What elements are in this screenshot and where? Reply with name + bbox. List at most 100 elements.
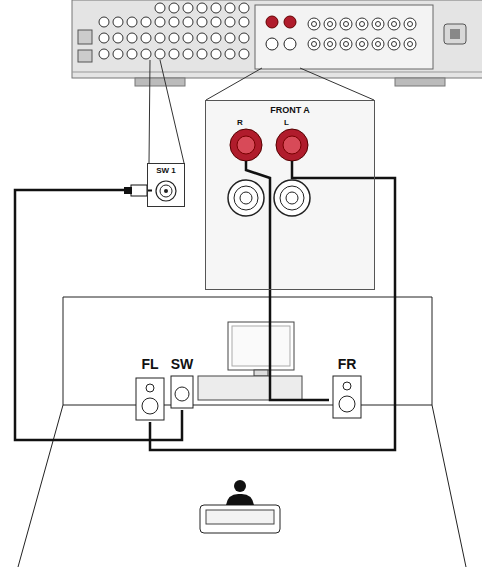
leader-line xyxy=(160,60,184,163)
panel-jack xyxy=(183,33,193,43)
panel-jack xyxy=(169,3,179,13)
terminal-post xyxy=(280,186,304,210)
panel-jack xyxy=(155,33,165,43)
panel-terminal xyxy=(308,38,320,50)
panel-jack xyxy=(99,17,109,27)
panel-jack xyxy=(113,17,123,27)
terminal-post xyxy=(228,180,264,216)
terminal-post xyxy=(286,192,298,204)
signal-cable xyxy=(150,178,395,450)
rca-jack xyxy=(156,181,176,201)
panel-terminal xyxy=(376,42,381,47)
node-label: FR xyxy=(329,357,365,372)
panel-terminal xyxy=(328,42,333,47)
panel-terminal xyxy=(392,42,397,47)
panel-terminal xyxy=(360,42,365,47)
woofer xyxy=(142,398,158,414)
panel-jack xyxy=(211,3,221,13)
speaker-terminal-section xyxy=(255,5,433,69)
rca-jack xyxy=(160,185,172,197)
inset-fill xyxy=(205,100,375,290)
terminal-cap xyxy=(283,136,301,154)
receiver-panel xyxy=(72,0,482,78)
speaker-wire xyxy=(292,161,375,178)
panel-jack xyxy=(197,17,207,27)
tv-cabinet xyxy=(198,376,302,400)
room-wall xyxy=(63,297,432,405)
panel-jack xyxy=(239,3,249,13)
node-label: SW 1 xyxy=(148,167,184,176)
front-speaker xyxy=(333,376,361,418)
power-inlet xyxy=(450,29,460,39)
panel-terminal xyxy=(340,18,352,30)
panel-jack xyxy=(183,17,193,27)
panel-terminal xyxy=(324,18,336,30)
panel-jack xyxy=(225,49,235,59)
terminal-cap xyxy=(237,136,255,154)
node-label: SW xyxy=(167,357,197,372)
panel-edge xyxy=(72,72,482,73)
speaker: FR xyxy=(329,357,365,420)
panel-jack xyxy=(155,49,165,59)
tv-screen xyxy=(232,326,290,366)
tweeter xyxy=(343,382,351,390)
panel-terminal xyxy=(324,38,336,50)
terminal-post xyxy=(240,192,252,204)
front-speaker xyxy=(136,378,164,420)
leader-line xyxy=(206,68,262,100)
room-floor xyxy=(18,405,63,567)
panel-jack xyxy=(169,17,179,27)
panel-jack xyxy=(141,17,151,27)
panel-jack xyxy=(169,33,179,43)
panel-terminal xyxy=(328,22,333,27)
panel-jack xyxy=(183,3,193,13)
panel-terminal xyxy=(356,18,368,30)
terminal-label: L xyxy=(284,118,289,127)
panel-terminal xyxy=(388,38,400,50)
terminal-cap xyxy=(230,129,262,161)
power-inlet xyxy=(444,24,466,44)
terminal-cap xyxy=(276,129,308,161)
panel-terminal xyxy=(392,22,397,27)
panel-terminal xyxy=(372,18,384,30)
speaker-terminal xyxy=(284,16,296,28)
sofa-seat xyxy=(206,510,274,524)
panel-terminal xyxy=(408,22,413,27)
listener-head xyxy=(234,480,246,492)
node-label: FL xyxy=(132,357,168,372)
panel-terminal xyxy=(372,38,384,50)
jack-inset: SW 1 xyxy=(147,163,185,207)
speaker-terminal xyxy=(266,16,278,28)
panel-jack xyxy=(127,33,137,43)
jack-array xyxy=(99,3,416,59)
speaker-terminal xyxy=(266,38,278,50)
panel-terminal xyxy=(344,42,349,47)
panel-terminal xyxy=(312,22,317,27)
node-label: FRONT A xyxy=(206,106,374,116)
panel-terminal xyxy=(404,18,416,30)
woofer xyxy=(175,387,189,401)
port xyxy=(78,50,92,62)
panel-terminal xyxy=(340,38,352,50)
panel-jack xyxy=(225,17,235,27)
panel-jack xyxy=(141,49,151,59)
panel-jack xyxy=(99,33,109,43)
panel-jack xyxy=(197,49,207,59)
panel-jack xyxy=(225,33,235,43)
panel-terminal xyxy=(408,42,413,47)
tv xyxy=(228,322,294,370)
terminal-post xyxy=(274,180,310,216)
panel-jack xyxy=(99,49,109,59)
room-floor xyxy=(432,405,466,567)
signal-cable xyxy=(270,290,329,400)
panel-jack xyxy=(155,17,165,27)
leader-line xyxy=(149,60,150,163)
speaker-terminal xyxy=(284,38,296,50)
port xyxy=(78,30,92,44)
panel-jack xyxy=(239,33,249,43)
speaker-wire xyxy=(246,161,270,290)
panel-terminal xyxy=(360,22,365,27)
inset-fill xyxy=(147,163,185,207)
